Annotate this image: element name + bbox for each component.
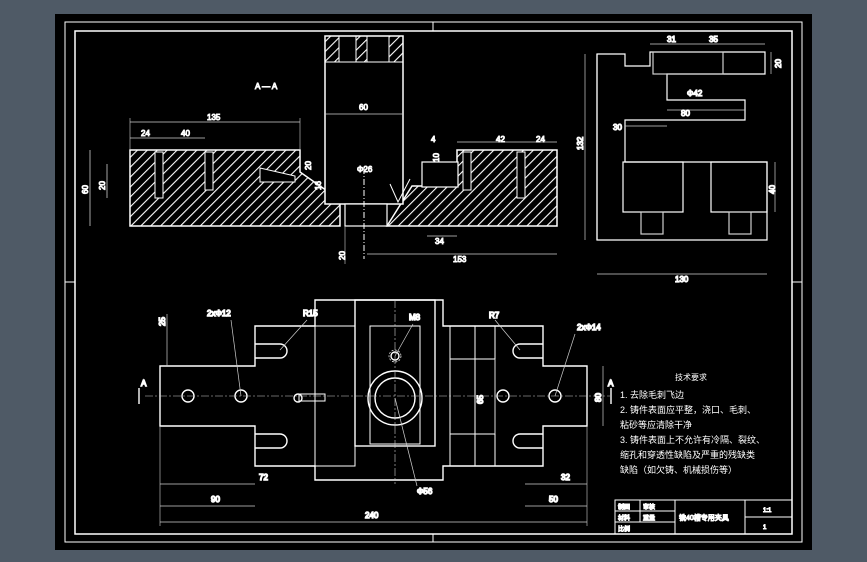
tb-cell-b: 审核: [643, 503, 655, 511]
side-dim-30: 30: [613, 123, 622, 132]
notes-line-6: 缺陷（如欠铸、机械损伤等）: [620, 464, 737, 475]
section-label: A — A: [255, 82, 278, 91]
plan-slot-bl: [255, 433, 288, 449]
side-dim-130: 130: [675, 275, 689, 284]
section-hole-1: [154, 151, 164, 199]
dim-16: 16: [314, 181, 323, 190]
tb-cell-d: 比例: [618, 525, 630, 533]
notes-line-3: 粘砂等应清除干净: [620, 419, 692, 430]
notes-line-5: 缩孔和穿透性缺陷及严重的残缺类: [620, 449, 755, 460]
plan-dim-240: 240: [365, 511, 379, 520]
side-dim-132: 132: [576, 136, 585, 150]
dim-153: 153: [453, 255, 467, 264]
plan-dim-25: 25: [158, 317, 167, 326]
dim-60-v: 60: [81, 185, 90, 194]
plan-outline: [159, 299, 588, 481]
side-upper-block: [652, 51, 724, 75]
dim-24b: 24: [536, 135, 545, 144]
plan-section-a-right: A: [608, 379, 614, 388]
plan-hole-left-label: 2xΦ12: [207, 309, 231, 318]
section-pocket: [421, 161, 459, 188]
dim-60-top: 60: [359, 103, 368, 112]
tb-part-name: 铣40槽专用夹具: [679, 513, 729, 522]
dim-24a: 24: [141, 129, 150, 138]
plan-view: 25 2xΦ12 R15 M8 R7 2xΦ14 65 80 72 32 90 …: [138, 299, 615, 526]
side-dim-80: 80: [681, 109, 690, 118]
dim-10: 10: [432, 153, 441, 162]
section-hole-3: [462, 151, 472, 191]
side-dim-40: 40: [768, 185, 777, 194]
notes-line-1: 1. 去除毛刺飞边: [620, 389, 684, 400]
tech-notes: 技术要求 1. 去除毛刺飞边 2. 铸件表面应平整，浇口、毛刺、 粘砂等应清除干…: [620, 372, 765, 475]
cad-viewport[interactable]: A — A: [55, 14, 812, 550]
plan-slot-tl: [255, 343, 288, 359]
notes-line-2: 2. 铸件表面应平整，浇口、毛刺、: [620, 404, 756, 415]
plan-hole-right-label: 2xΦ14: [577, 323, 601, 332]
plan-r15: R15: [303, 309, 318, 318]
plan-m8: M8: [409, 313, 421, 322]
title-block: 制图 审核 材料 重量 铣40槽专用夹具 比例 1:1 1: [614, 499, 793, 535]
tb-cell-e: 1:1: [763, 508, 772, 514]
notes-title: 技术要求: [675, 372, 707, 382]
side-lower-right: [710, 161, 768, 213]
tb-cell-a: 制图: [618, 503, 630, 511]
plan-dim-32: 32: [561, 473, 570, 482]
side-foot-left: [640, 211, 664, 235]
dim-34: 34: [435, 237, 444, 246]
dim-40: 40: [181, 129, 190, 138]
dim-20-v: 20: [98, 181, 107, 190]
plan-pin: [298, 393, 326, 402]
side-dim-20: 20: [774, 59, 783, 68]
side-dim-35: 35: [709, 35, 718, 44]
section-hole-4: [516, 151, 526, 199]
tb-cell-f: 1: [763, 525, 767, 531]
dim-20: 20: [304, 161, 313, 170]
section-post-hatch-r: [388, 35, 404, 63]
plan-dim-65: 65: [476, 395, 485, 404]
side-foot-right: [728, 211, 752, 235]
section-hole-2: [204, 151, 214, 191]
plan-slot-br: [512, 433, 543, 449]
plan-dim-80: 80: [594, 393, 603, 402]
plan-slot-tr: [512, 343, 543, 359]
side-view: 31 35 20 Φ42 80 30 132 40 130: [575, 34, 783, 284]
plan-dim-50: 50: [549, 495, 558, 504]
section-left-slot: [259, 167, 296, 183]
dim-135: 135: [207, 113, 221, 122]
notes-line-4: 3. 铸件表面上不允许有冷隔、裂纹、: [620, 434, 765, 445]
plan-dim-90: 90: [211, 495, 220, 504]
dim-20-b: 20: [338, 251, 347, 260]
plan-dim-72: 72: [259, 473, 268, 482]
side-dim-42: Φ42: [687, 89, 703, 98]
tb-cell-g: 重量: [643, 514, 655, 522]
section-center-hole: [344, 203, 388, 227]
plan-r7: R7: [489, 311, 500, 320]
side-dim-31: 31: [667, 35, 676, 44]
section-post-hatch-m: [355, 35, 368, 63]
dim-26: Φ26: [357, 165, 373, 174]
section-view: A — A: [81, 35, 558, 265]
section-post-hatch-l: [324, 35, 340, 63]
dim-42: 42: [496, 135, 505, 144]
drawing-canvas: A — A: [64, 21, 803, 543]
dim-4: 4: [431, 135, 436, 144]
side-lower-left: [622, 161, 684, 213]
plan-dim-56: Φ56: [417, 487, 433, 496]
surface-symbol: [389, 178, 411, 204]
section-right-body: [385, 149, 558, 227]
tb-cell-c: 材料: [618, 514, 630, 522]
plan-section-a-left: A: [141, 379, 147, 388]
